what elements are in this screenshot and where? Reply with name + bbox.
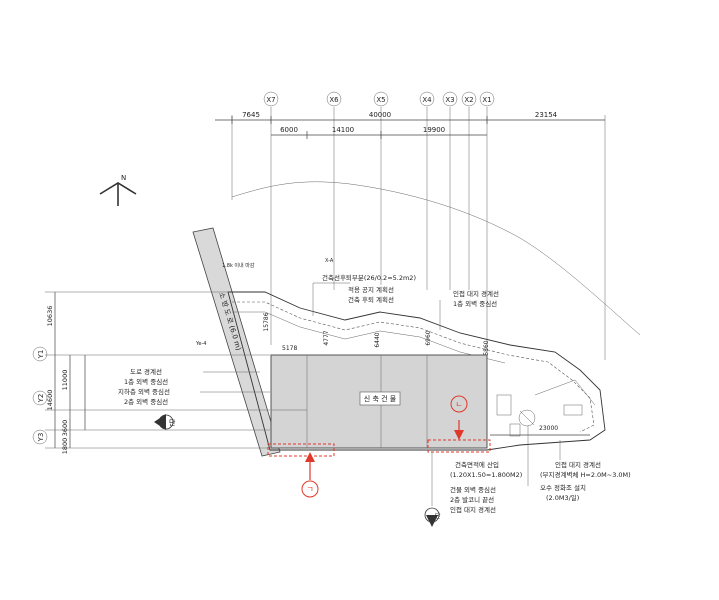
left-labels: 도로 경계선 1층 외벽 중심선 지하층 외벽 중심선 2층 외벽 중심선 — [118, 367, 270, 406]
label-building-wall-center: 건물 외벽 중심선 — [450, 485, 496, 494]
north-label: N — [121, 174, 126, 182]
label-open-space: 적용 공지 계획선 — [348, 285, 394, 294]
wall-line-upper — [232, 311, 506, 364]
marker-b-label: ㄴ — [455, 400, 462, 409]
label-adjacent-boundary-top: 인접 대지 경계선 — [453, 289, 499, 298]
grid-label-x3: X3 — [445, 96, 454, 104]
grid-bubble-y1 — [32, 346, 48, 362]
contour-line — [231, 181, 641, 336]
grid-x-bubbles: X7 X6 X5 X4 X3 X2 X1 — [263, 91, 495, 107]
dim-6440: 6440 — [374, 332, 381, 347]
label-adjacent-boundary-br: 인접 대지 경계선 — [555, 460, 601, 469]
dim-15786: 15786 — [263, 312, 270, 331]
grid-bubble-x5 — [373, 91, 389, 107]
dim-23000: 23000 — [539, 425, 558, 432]
grid-y-bubbles: Y1 Y2 Y3 — [32, 346, 48, 445]
dim-top-6000: 6000 — [280, 126, 298, 134]
grid-bubble-x3 — [442, 91, 458, 107]
dim-5860: 5860 — [483, 340, 490, 355]
dim-top-23154: 23154 — [535, 111, 558, 119]
building-label: 신 축 건 물 — [364, 394, 397, 403]
fire-road — [192, 227, 281, 457]
dim-4777: 4777 — [323, 330, 330, 345]
dim-top-40000: 40000 — [369, 111, 391, 119]
label-1f-wall-top: 1층 외벽 중심선 — [453, 299, 497, 308]
grid-label-y2: Y2 — [37, 394, 45, 404]
building-label-box — [359, 391, 401, 406]
dim-top-19900: 19900 — [423, 126, 445, 134]
label-2f-balcony: 2층 발코니 끝선 — [450, 495, 494, 504]
grid-bubble-x4 — [419, 91, 435, 107]
marker-a-label: ㄱ — [306, 485, 313, 494]
grid-bubble-y2 — [32, 390, 48, 406]
inner-dimensions: 5178 4777 6440 6960 5860 23000 15786 — [263, 312, 590, 436]
dim-top-14100: 14100 — [332, 126, 354, 134]
grid-bubble-x7 — [263, 91, 279, 107]
label-septic-tank: 오수 정화조 설치 — [540, 483, 586, 492]
bottom-center-labels: 건축면적에 산입 (1.20X1.50=1.800M2) 건물 외벽 중심선 2… — [424, 452, 522, 527]
grid-bubble-x2 — [461, 91, 477, 107]
grid-bubble-y3 — [32, 429, 48, 445]
label-adjacent-boundary-bottom: 인접 대지 경계선 — [450, 505, 496, 514]
label-boundary-wall: (부지경계벽체 H=2.0M~3.0M) — [540, 470, 631, 479]
grid-bubble-x1 — [479, 91, 495, 107]
top-labels: 건축선후퇴부분(26/0.2=5.2m2) 적용 공지 계획선 건축 후퇴 계획… — [312, 273, 499, 330]
marked-zone-a: ㄱ — [267, 443, 335, 498]
tag-xa: 1.8k 이내 마감 — [222, 262, 255, 269]
label-road-boundary: 도로 경계선 — [130, 367, 162, 376]
dim-left-3600: 3600 — [61, 420, 69, 437]
bottom-right-labels: 인접 대지 경계선 (부지경계벽체 H=2.0M~3.0M) 오수 정화조 설치… — [527, 426, 631, 502]
section-label-west: 단 — [169, 418, 176, 427]
grid-label-y1: Y1 — [37, 350, 45, 360]
grid-x-lines — [231, 107, 606, 360]
dim-left-14600: 14600 — [46, 390, 54, 411]
label-building-setback: 건축 후퇴 계획선 — [348, 295, 394, 304]
setback-line — [232, 301, 595, 433]
dim-left-11000: 11000 — [61, 370, 69, 391]
dim-left-10636: 10636 — [46, 306, 54, 327]
label-2f-wall: 2층 외벽 중심선 — [124, 397, 168, 406]
grid-label-x7: X7 — [266, 96, 275, 104]
north-arrow: N — [99, 174, 137, 206]
label-setback-area: 건축선후퇴부분(26/0.2=5.2m2) — [322, 273, 416, 282]
section-label-south: 단 — [435, 512, 441, 520]
grid-label-x4: X4 — [422, 96, 432, 104]
tag-top: X-A — [325, 258, 334, 264]
section-marker-west: 단 — [154, 414, 176, 430]
label-1f-wall-left: 1층 외벽 중심선 — [124, 377, 168, 386]
grid-label-x6: X6 — [329, 96, 339, 104]
left-dimensions: 10636 11000 14600 3600 1800 — [45, 291, 270, 455]
dim-5178: 5178 — [282, 345, 297, 352]
marked-zone-b: ㄴ — [427, 395, 491, 453]
label-included-area: 건축면적에 산입 — [455, 460, 499, 469]
grid-label-y3: Y3 — [37, 433, 45, 443]
dim-top-7645: 7645 — [242, 111, 260, 119]
tag-ye4: Ye-4 — [195, 341, 206, 347]
east-details — [496, 379, 596, 437]
top-dimensions: 7645 40000 23154 6000 14100 19900 — [215, 111, 605, 139]
grid-label-x2: X2 — [464, 96, 473, 104]
grid-label-x5: X5 — [376, 96, 385, 104]
label-basement-wall: 지하층 외벽 중심선 — [118, 387, 170, 396]
label-septic-capacity: (2.0M3/일) — [546, 493, 579, 502]
dim-left-1800: 1800 — [61, 438, 69, 455]
dim-6960: 6960 — [425, 330, 432, 345]
grid-label-x1: X1 — [482, 96, 491, 104]
grid-bubble-x6 — [326, 91, 342, 107]
site-boundary — [227, 291, 606, 451]
label-included-area-calc: (1.20X1.50=1.800M2) — [450, 471, 522, 479]
